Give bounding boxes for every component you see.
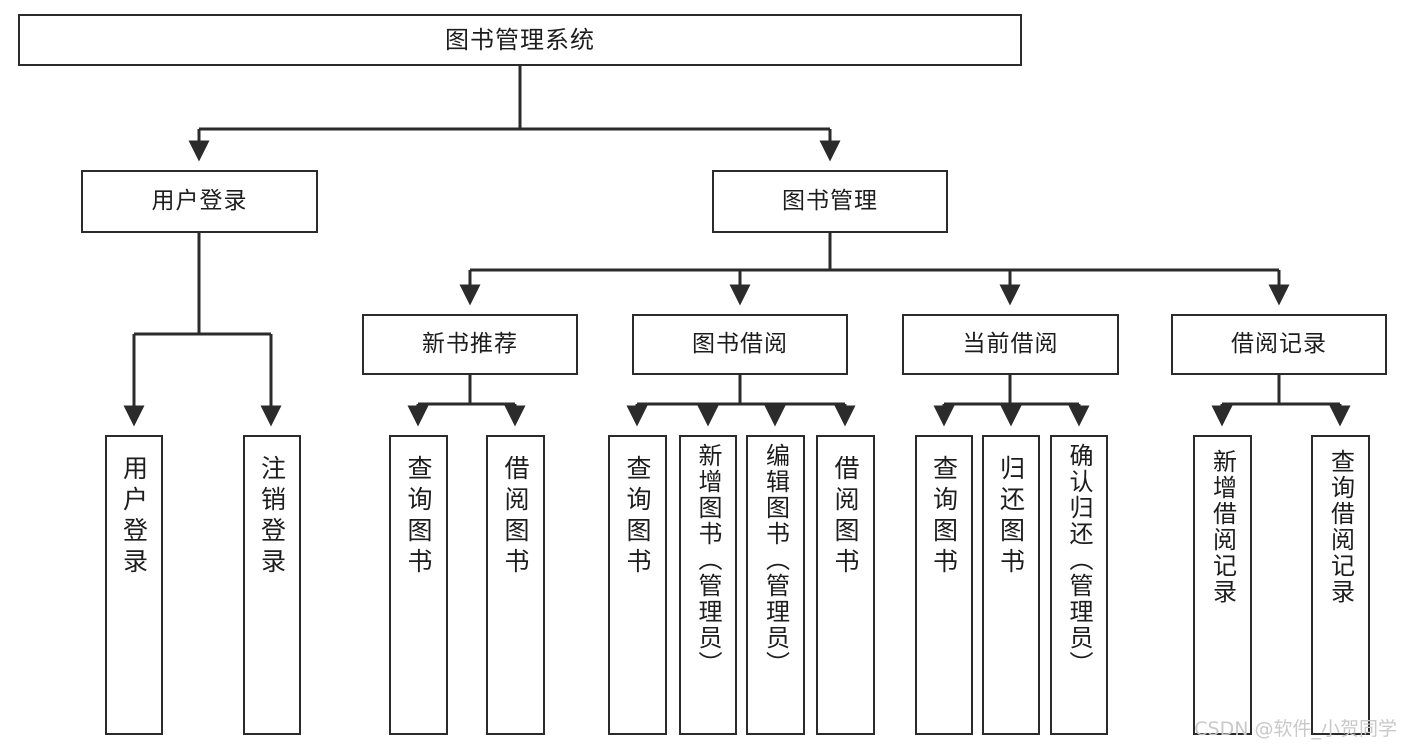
- node-label: 图书借阅: [692, 330, 788, 357]
- node-label: 新书推荐: [422, 330, 518, 357]
- node-label: 查询借阅记录: [1326, 449, 1355, 605]
- node-leaf-user-login[interactable]: 用户登录: [105, 435, 163, 735]
- node-label: 用户登录: [151, 187, 248, 214]
- node-label: 借阅记录: [1231, 330, 1327, 357]
- node-label: 借阅图书: [501, 455, 530, 579]
- csdn-watermark: CSDN @软件_小贺同学: [1194, 718, 1397, 740]
- node-label: 查询图书: [929, 455, 959, 579]
- node-label: 图书管理: [782, 187, 878, 214]
- node-label: 当前借阅: [962, 330, 1059, 357]
- node-label: 注销登录: [257, 455, 287, 579]
- node-current-borrow[interactable]: 当前借阅: [902, 314, 1119, 375]
- node-leaf-logout-login[interactable]: 注销登录: [243, 435, 301, 735]
- node-leaf-return-book[interactable]: 归还图书: [982, 435, 1040, 735]
- node-label: 确认归还（管理员）: [1065, 443, 1093, 677]
- node-label: 编辑图书（管理员）: [761, 443, 790, 677]
- node-leaf-query-record[interactable]: 查询借阅记录: [1311, 435, 1370, 735]
- node-label: 借阅图书: [831, 455, 860, 579]
- node-leaf-query-book-3[interactable]: 查询图书: [915, 435, 973, 735]
- node-leaf-confirm-return[interactable]: 确认归还（管理员）: [1050, 435, 1108, 735]
- node-label: 归还图书: [996, 455, 1026, 579]
- node-leaf-add-record[interactable]: 新增借阅记录: [1193, 435, 1252, 735]
- node-label: 图书管理系统: [445, 25, 595, 54]
- node-label: 新增借阅记录: [1208, 449, 1237, 605]
- node-label: 新增图书（管理员）: [694, 443, 722, 677]
- node-label: 查询图书: [404, 455, 433, 579]
- node-root-system[interactable]: 图书管理系统: [18, 14, 1022, 66]
- node-leaf-query-book-2[interactable]: 查询图书: [608, 435, 667, 735]
- node-borrow-record[interactable]: 借阅记录: [1171, 314, 1387, 375]
- node-user-login[interactable]: 用户登录: [81, 170, 318, 233]
- node-label: 查询图书: [623, 455, 652, 579]
- node-new-book-recommend[interactable]: 新书推荐: [362, 314, 578, 375]
- node-leaf-borrow-book-1[interactable]: 借阅图书: [486, 435, 545, 735]
- node-leaf-edit-book[interactable]: 编辑图书（管理员）: [746, 435, 805, 735]
- node-leaf-borrow-book-2[interactable]: 借阅图书: [816, 435, 875, 735]
- node-label: 用户登录: [119, 455, 149, 579]
- node-leaf-query-book-1[interactable]: 查询图书: [389, 435, 448, 735]
- node-book-manage[interactable]: 图书管理: [712, 170, 948, 233]
- node-book-borrow[interactable]: 图书借阅: [632, 314, 848, 375]
- node-leaf-add-book[interactable]: 新增图书（管理员）: [679, 435, 737, 735]
